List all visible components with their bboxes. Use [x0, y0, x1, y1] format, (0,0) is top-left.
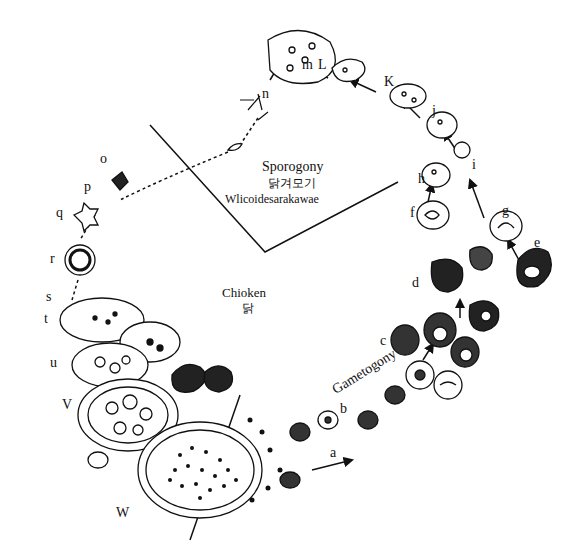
stage-letter: e: [534, 236, 540, 250]
stage-letter: b: [340, 402, 347, 416]
region-label: Gametogony: [330, 347, 399, 397]
region-label: Chioken: [222, 286, 266, 299]
stage-letter: p: [84, 180, 91, 194]
stage-letter: W: [116, 506, 129, 520]
stage-letter: s: [46, 290, 51, 304]
stage-letter: n: [262, 87, 269, 101]
stage-letter: h: [418, 172, 425, 186]
region-label: 닭겨모기: [268, 177, 316, 189]
stage-letter: L: [318, 58, 327, 72]
stage-letter: q: [56, 206, 63, 220]
stage-letter: c: [380, 334, 386, 348]
region-label: 닭: [242, 302, 254, 314]
stage-letter: j: [432, 104, 436, 118]
region-label: Wlicoidesarakawae: [225, 193, 319, 205]
stage-letter: f: [410, 206, 415, 220]
stage-letter: t: [44, 312, 48, 326]
stage-letter: g: [502, 204, 509, 218]
stage-letter: V: [62, 398, 72, 412]
stage-letter: m: [302, 58, 313, 72]
stage-letter: u: [50, 356, 57, 370]
stage-letter: a: [330, 446, 336, 460]
stage-letter: o: [100, 152, 107, 166]
stage-letter: d: [412, 276, 419, 290]
stage-letter: r: [50, 252, 55, 266]
stage-letter: i: [472, 158, 476, 172]
region-label: Sporogony: [262, 160, 323, 174]
stage-letter: K: [384, 75, 394, 89]
